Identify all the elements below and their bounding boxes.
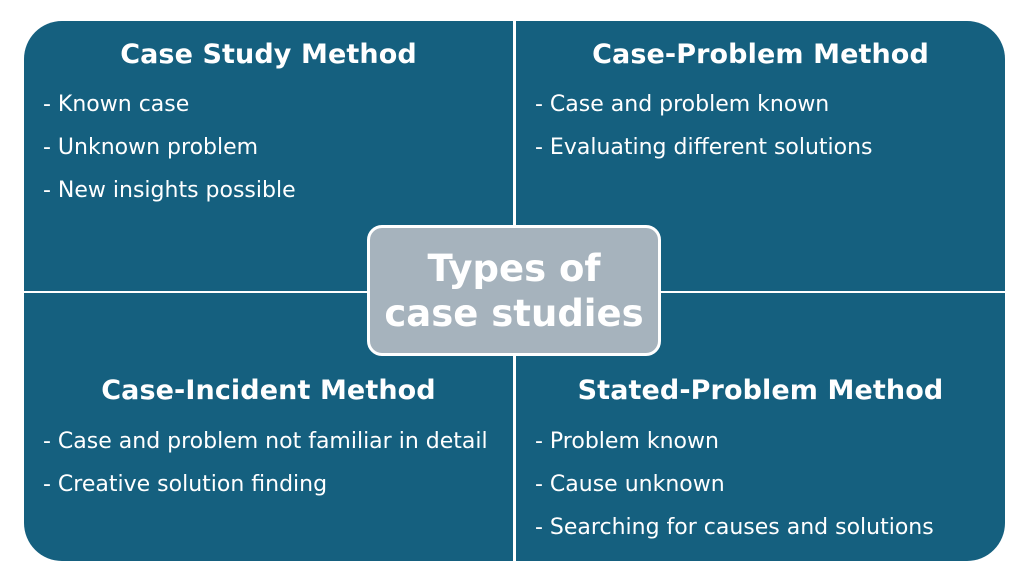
list-item: - New insights possible	[43, 178, 296, 203]
list-item: - Creative solution finding	[43, 472, 328, 497]
list-item: - Case and problem known	[535, 92, 830, 117]
quadrant-item-list: - Problem known - Cause unknown - Search…	[535, 426, 987, 555]
list-item: - Unknown problem	[43, 135, 259, 160]
quadrant-item-list: - Known case - Unknown problem - New ins…	[43, 89, 495, 218]
quadrant-title: Case Study Method	[120, 39, 417, 70]
quadrant-title: Stated-Problem Method	[577, 375, 944, 406]
quadrant-title: Case-Problem Method	[592, 39, 929, 70]
list-item: - Evaluating different solutions	[535, 135, 873, 160]
quadrant-case-study-method: Case Study Method - Known case - Unknown…	[24, 21, 513, 291]
quadrant-item-list: - Case and problem known - Evaluating di…	[535, 89, 987, 175]
list-item: - Case and problem not familiar in detai…	[43, 429, 488, 454]
list-item: - Known case	[43, 92, 190, 117]
list-item: - Problem known	[535, 429, 719, 454]
quadrant-item-list: - Case and problem not familiar in detai…	[43, 426, 495, 512]
center-label: Types of case studies	[384, 246, 644, 335]
list-item: - Searching for causes and solutions	[535, 515, 934, 540]
case-study-types-diagram: Case Study Method - Known case - Unknown…	[24, 21, 1005, 561]
list-item: - Cause unknown	[535, 472, 725, 497]
quadrant-title: Case-Incident Method	[101, 375, 436, 406]
center-label-box: Types of case studies	[367, 225, 661, 356]
